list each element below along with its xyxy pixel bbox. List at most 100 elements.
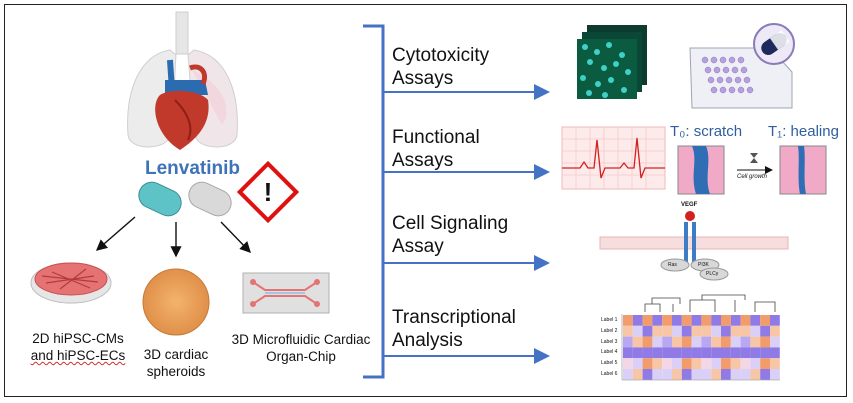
assay-transcriptional: Transcriptional Analysis [392, 306, 516, 352]
heatmap-row-label: Label 2 [601, 327, 618, 334]
heatmap-cell [632, 325, 643, 337]
heatmap-cell [623, 336, 633, 348]
assay-signaling: Cell Signaling Assay [392, 212, 508, 258]
bracket [363, 24, 385, 379]
pill-badge-icon [753, 23, 795, 65]
heatmap-cell [691, 336, 702, 348]
heatmap-cell [662, 336, 672, 348]
lungs-heart-icon [127, 11, 238, 150]
heatmap-cell [623, 358, 633, 369]
heatmap-cell [632, 336, 643, 348]
heatmap-row-label: Label 1 [601, 317, 618, 323]
heatmap-cell [632, 315, 643, 326]
heatmap-cell [750, 358, 761, 369]
heatmap-cell [721, 325, 731, 337]
heatmap-row-label: Label 3 [601, 338, 618, 345]
heatmap-cell [740, 315, 751, 326]
heatmap-cell [632, 347, 643, 359]
heatmap-row-label: Label 5 [601, 360, 618, 367]
heatmap-cell [721, 336, 731, 348]
model-organ-chip: 3D Microfluidic Cardiac Organ-Chip [218, 331, 384, 365]
heatmap-cell [691, 315, 702, 326]
heatmap-cell [730, 347, 741, 359]
heatmap-cell [740, 347, 751, 359]
heatmap-cell [672, 347, 682, 359]
heatmap-cell [672, 325, 682, 337]
heatmap-cell [730, 325, 741, 337]
heatmap-cell [701, 325, 712, 337]
heatmap-cell [750, 315, 761, 326]
heatmap-cell [740, 336, 751, 348]
node-pi3k: PI3K [698, 262, 709, 268]
heatmap-cell [691, 325, 702, 337]
node-plcg: PLCγ [706, 271, 719, 277]
heatmap-cell [701, 315, 712, 326]
heatmap-cell [691, 347, 702, 359]
organ-chip-icon [242, 272, 330, 314]
heatmap-cell [623, 325, 633, 337]
heatmap-cell [632, 358, 643, 369]
heatmap-cell [632, 369, 643, 380]
heatmap-cell [642, 315, 653, 326]
petri-dish-icon [30, 262, 112, 304]
heatmap-cell [730, 336, 741, 348]
heatmap-cell [711, 315, 721, 326]
heatmap-cell [750, 347, 761, 359]
heatmap-row-label: Label 4 [601, 349, 618, 356]
model-spheroids-line1: 3D cardiac [143, 347, 209, 362]
heatmap-cell [740, 325, 751, 337]
heatmap-cell [711, 347, 721, 359]
model-2d-cells-line2: and hiPSC-ECs [30, 348, 126, 363]
heatmap-cell [711, 336, 721, 348]
heatmap-cell [740, 358, 751, 369]
receptor-icon [599, 211, 789, 281]
heatmap-cell [672, 336, 682, 348]
heatmap-cell [691, 369, 702, 380]
heatmap-cell [770, 336, 780, 348]
heatmap-cell [721, 369, 731, 380]
svg-text:!: ! [264, 177, 273, 207]
heatmap-cell [672, 358, 682, 369]
heatmap-cell [681, 369, 692, 380]
heatmap-cell [652, 347, 663, 359]
heatmap-cell [662, 358, 672, 369]
spheroid-icon [142, 268, 210, 336]
heatmap-cell [770, 347, 780, 359]
assay-transcriptional-line2: Analysis [392, 330, 463, 351]
assay-cytotoxicity-line2: Assays [392, 68, 454, 89]
assay-cytotoxicity-line1: Cytotoxicity [392, 45, 490, 66]
heatmap-cell [662, 325, 672, 337]
model-spheroids: 3D cardiac spheroids [128, 346, 224, 380]
heatmap-cell [770, 315, 780, 326]
heatmap-cell [662, 347, 672, 359]
heatmap-cell [652, 358, 663, 369]
heatmap-cell [642, 358, 653, 369]
model-2d-cells: 2D hiPSC-CMs and hiPSC-ECs [14, 330, 142, 364]
heatmap-cell [701, 358, 712, 369]
hazard-icon: ! [236, 160, 300, 224]
heatmap-cell [770, 358, 780, 369]
heatmap-cell [760, 369, 770, 380]
heatmap-cell [760, 347, 770, 359]
model-spheroids-line2: spheroids [146, 364, 206, 379]
heatmap-cell [672, 315, 682, 326]
assay-cytotoxicity: Cytotoxicity Assays [392, 44, 489, 90]
heatmap-cell [652, 315, 663, 326]
heatmap-cell [721, 358, 731, 369]
heatmap-cell [760, 336, 770, 348]
model-organ-chip-line1: 3D Microfluidic Cardiac [231, 332, 371, 347]
heatmap-cell [711, 358, 721, 369]
label-cell-growth: Cell growth [737, 174, 768, 180]
heatmap-cell [681, 336, 692, 348]
arrow-to-chip [220, 221, 251, 254]
heatmap-cell [681, 315, 692, 326]
heatmap-cell [642, 369, 653, 380]
arrow-to-cells [95, 216, 136, 251]
heatmap-cell [662, 369, 672, 380]
heatmap-cell [701, 336, 712, 348]
label-t0: T₀: scratch [670, 123, 743, 140]
heatmap-icon [621, 294, 780, 381]
heatmap-cell [760, 315, 770, 326]
heatmap-cell [623, 369, 633, 380]
